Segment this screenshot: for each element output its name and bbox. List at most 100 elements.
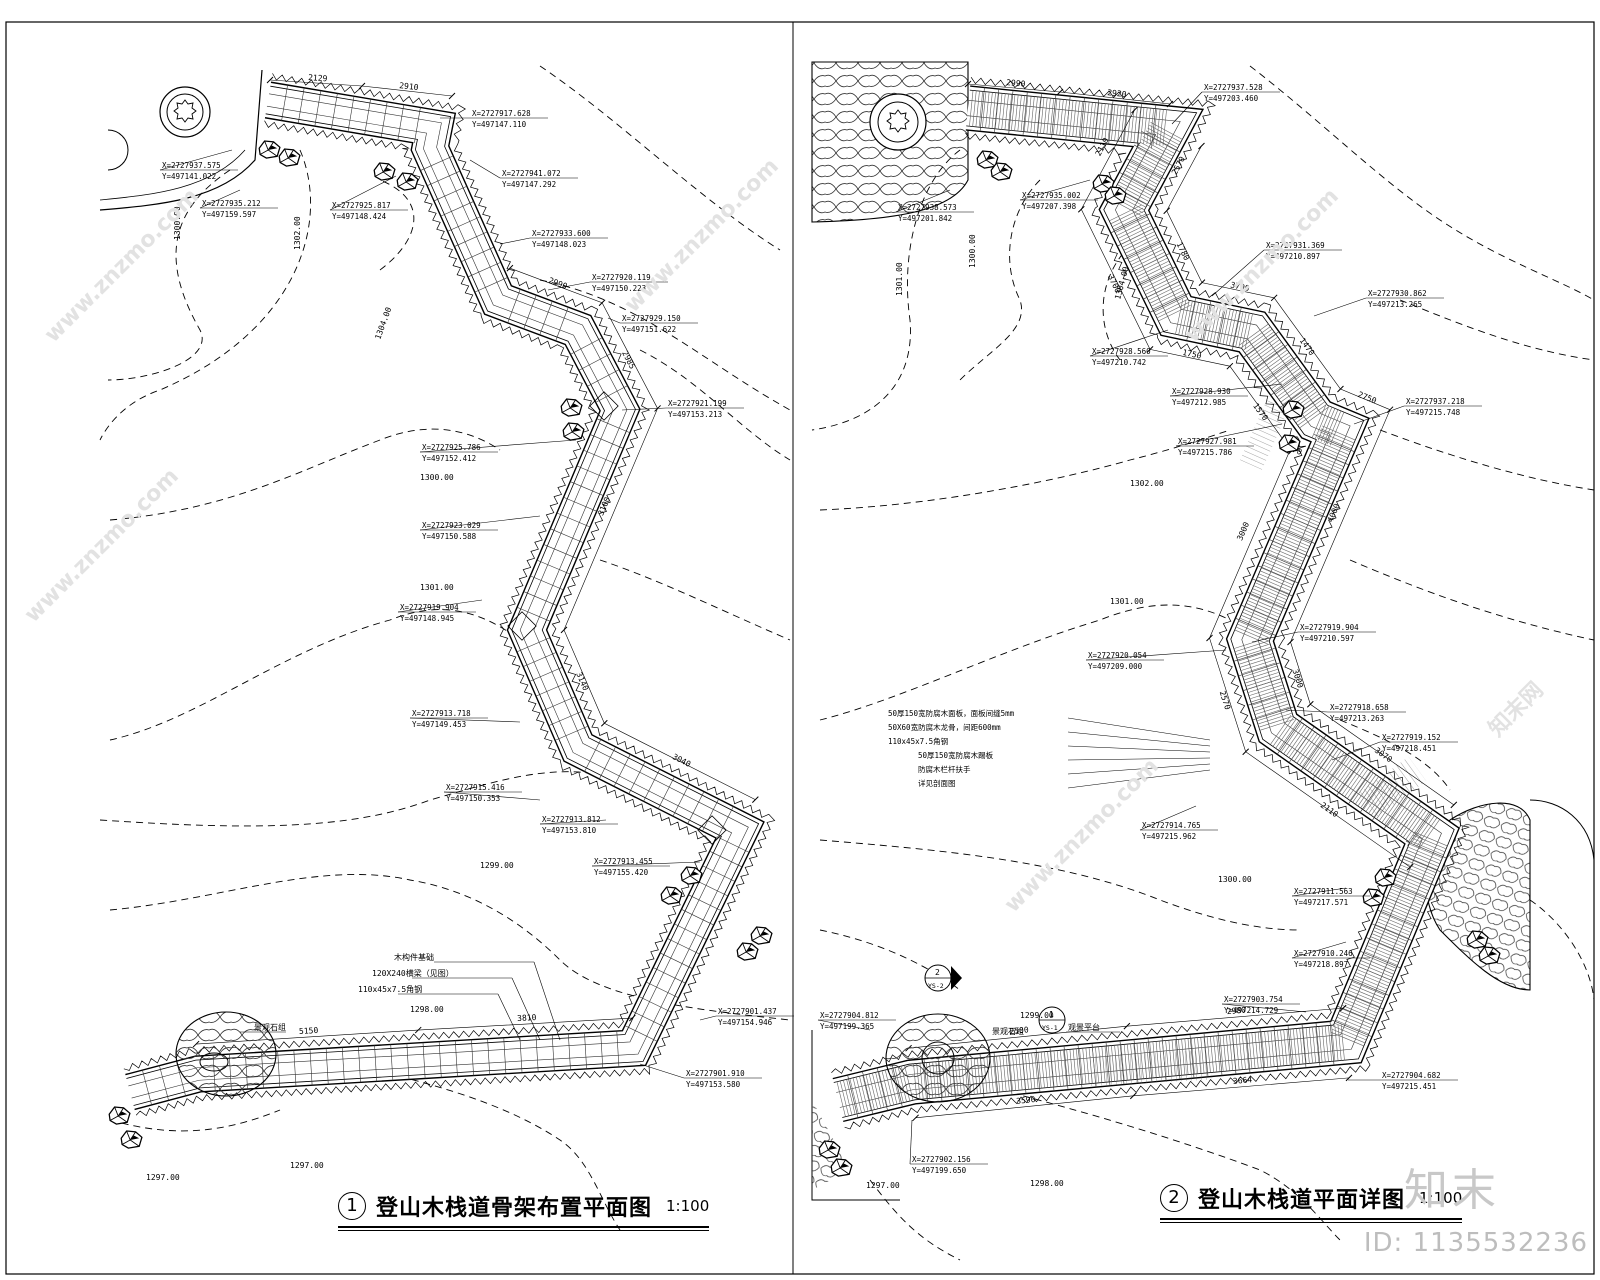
- boulder-icon: [1374, 868, 1397, 887]
- dimension-label: 2990: [547, 276, 568, 291]
- note-label: 详见剖面图: [918, 778, 956, 788]
- right-plan: 2990292021103700175015701670300025702110…: [811, 61, 1595, 1261]
- coordinate-y: Y=497141.022: [162, 172, 216, 181]
- contour-line: [1339, 719, 1451, 791]
- dimension-label: 2110: [1319, 801, 1340, 820]
- elevation-label: 1301.00: [1110, 597, 1144, 606]
- drawing-scale-1: 1:100: [666, 1197, 710, 1215]
- coordinate-y: Y=497153.810: [542, 826, 597, 835]
- contour-line: [599, 559, 791, 641]
- section-ref: YS-1: [1042, 1024, 1058, 1032]
- contour-line: [869, 1179, 961, 1261]
- coordinate-x: X=2727904.682: [1382, 1071, 1441, 1080]
- section-ref: YS-2: [928, 982, 944, 990]
- contour-line: [811, 149, 961, 431]
- boulder-icon: [1362, 888, 1385, 907]
- coordinate-x: X=2727901.437: [718, 1007, 777, 1016]
- coordinate-x: X=2727937.575: [162, 161, 221, 170]
- coordinate-y: Y=497150.353: [446, 794, 500, 803]
- coordinate-x: X=2727929.150: [622, 314, 681, 323]
- coordinate-y: Y=497151.622: [622, 325, 676, 334]
- watermark-id: ID: 1135532236: [1363, 1228, 1588, 1258]
- section-number: 1: [1049, 1010, 1054, 1019]
- coordinate-x: X=2727919.904: [1300, 623, 1359, 632]
- boulder-icon: [680, 866, 703, 885]
- note-label: 120X240横梁（见图）: [372, 968, 454, 978]
- contour-line: [1399, 299, 1595, 361]
- note-label: 110x45x7.5角钢: [358, 984, 422, 994]
- coordinate-x: X=2727937.218: [1406, 397, 1465, 406]
- elevation-label: 1302.00: [1130, 479, 1164, 488]
- note-label: 木构件基础: [394, 952, 434, 962]
- coordinate-x: X=2727918.658: [1330, 703, 1389, 712]
- boulder-icon: [278, 148, 301, 167]
- coordinate-x: X=2727920.119: [592, 273, 651, 282]
- boulder-icon: [258, 140, 281, 159]
- coordinate-x: X=2727914.765: [1142, 821, 1201, 830]
- dimension-label: 2990: [1006, 78, 1026, 89]
- boulder-icon: [373, 162, 396, 181]
- contour-line: [999, 1089, 1341, 1241]
- elevation-label: 1297.00: [290, 1161, 324, 1170]
- coordinate-y: Y=497147.292: [502, 180, 556, 189]
- slope-edge: [135, 73, 776, 1117]
- drawing-scale-2: 1:100: [1419, 1189, 1463, 1207]
- dimension-label: 3664: [1233, 1075, 1253, 1086]
- contour-line: [109, 1109, 281, 1132]
- boulder-icon: [396, 172, 419, 191]
- coordinate-y: Y=497154.946: [718, 1018, 773, 1027]
- coordinate-y: Y=497207.398: [1022, 202, 1077, 211]
- coordinate-y: Y=497218.897: [1294, 960, 1348, 969]
- coordinate-y: Y=497155.420: [594, 868, 649, 877]
- coordinate-y: Y=497213.263: [1330, 714, 1384, 723]
- drawing-title-text-2: 登山木栈道平面详图: [1198, 1188, 1406, 1213]
- coordinate-x: X=2727911.563: [1294, 887, 1353, 896]
- contour-line: [539, 65, 781, 251]
- contour-line: [1102, 229, 1151, 361]
- coordinate-x: X=2727928.560: [1092, 347, 1151, 356]
- stone-group-icon: [175, 1011, 277, 1097]
- contour-line: [99, 149, 311, 441]
- coordinate-x: X=2727935.212: [202, 199, 261, 208]
- slope-edge: [831, 132, 1401, 1074]
- boulder-icon: [1104, 186, 1127, 205]
- contour-line: [819, 429, 1231, 511]
- coordinate-x: X=2727921.199: [668, 399, 727, 408]
- coordinate-y: Y=497215.786: [1178, 448, 1233, 457]
- slope-edge: [844, 76, 1470, 1130]
- elevation-label: 1304.00: [373, 306, 393, 341]
- dimension-label: 3790: [1230, 280, 1251, 293]
- elevation-label: 1299.00: [480, 861, 514, 870]
- coordinate-x: X=2727902.156: [912, 1155, 971, 1164]
- sheet-border: [5, 21, 1595, 1275]
- elevation-label: 1299.00: [1020, 1011, 1054, 1020]
- coordinate-x: X=2727917.628: [472, 109, 531, 118]
- coordinate-y: Y=497153.213: [668, 410, 722, 419]
- note-label: 50X60宽防腐木龙骨，间距600mm: [888, 722, 1001, 732]
- coordinate-x: X=2727913.455: [594, 857, 653, 866]
- coordinate-y: Y=497215.451: [1382, 1082, 1436, 1091]
- elevation-label: 1297.00: [146, 1173, 180, 1182]
- elevation-label: 1300.00: [968, 234, 977, 268]
- boulder-icon: [1282, 400, 1305, 419]
- note-label: 50厚150宽防腐木踢板: [918, 750, 994, 760]
- boulder-icon: [1466, 930, 1489, 949]
- contour-line: [539, 279, 791, 411]
- coordinate-y: Y=497152.412: [422, 454, 476, 463]
- elevation-label: 1301.00: [420, 583, 454, 592]
- dimension-label: 2985: [620, 349, 637, 370]
- stone-group-icon: [885, 1013, 991, 1103]
- coordinate-y: Y=497199.650: [912, 1166, 967, 1175]
- dimension-label: 5150: [299, 1026, 319, 1036]
- coordinate-x: X=2727935.002: [1022, 191, 1081, 200]
- dimension-label: 3040: [671, 752, 692, 769]
- coordinate-y: Y=497201.842: [898, 214, 952, 223]
- coordinate-y: Y=497210.897: [1266, 252, 1320, 261]
- coordinate-x: X=2727937.528: [1204, 83, 1263, 92]
- dimension-label: 2129: [308, 73, 328, 83]
- coordinate-x: X=2727930.862: [1368, 289, 1427, 298]
- coordinate-y: Y=497215.962: [1142, 832, 1196, 841]
- boulder-icon: [1278, 434, 1301, 453]
